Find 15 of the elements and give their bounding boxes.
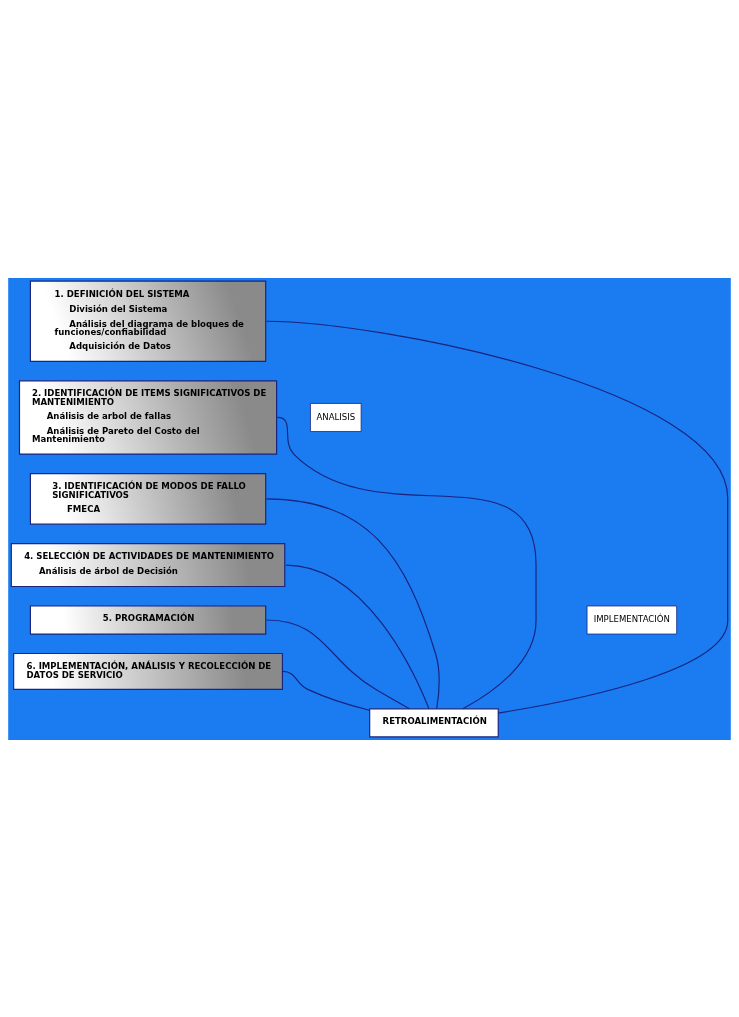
connector bbox=[265, 320, 729, 714]
node-box: 5. PROGRAMACIÓN bbox=[29, 604, 267, 635]
connector bbox=[282, 670, 371, 711]
connector bbox=[285, 564, 430, 709]
connector bbox=[276, 416, 537, 709]
node-box: 4. SELECCIÓN DE ACTIVIDADES DE MANTENIMIENTO Análisis de árbol de Decisión bbox=[10, 542, 286, 587]
node-box: 2. IDENTIFICACIÓN DE ITEMS SIGNIFICATIVOS DE MANTENIMIENTO Análisis de arbol de fallas Análisis de Pareto del Costo del Mantenimiento bbox=[18, 379, 278, 455]
label: ANALISIS bbox=[316, 411, 356, 422]
connector bbox=[265, 618, 410, 709]
node-box: 6. IMPLEMENTACIÓN, ANÁLISIS Y RECOLECCIÓN DE DATOS DE SERVICIO bbox=[13, 652, 284, 690]
node-box: 3. IDENTIFICACIÓN DE MODOS DE FALLO SIGNIFICATIVOS FMECA bbox=[29, 472, 267, 525]
label: IMPLEMENTACIÓN bbox=[593, 613, 670, 624]
connector bbox=[265, 497, 440, 709]
node-box: RETROALIMENTACIÓN bbox=[369, 707, 499, 737]
node-box: 1. DEFINICIÓN DEL SISTEMA División del Sistema Análisis del diagrama de bloques de funciones/confiabilidad Adquisición de Datos bbox=[29, 280, 267, 362]
